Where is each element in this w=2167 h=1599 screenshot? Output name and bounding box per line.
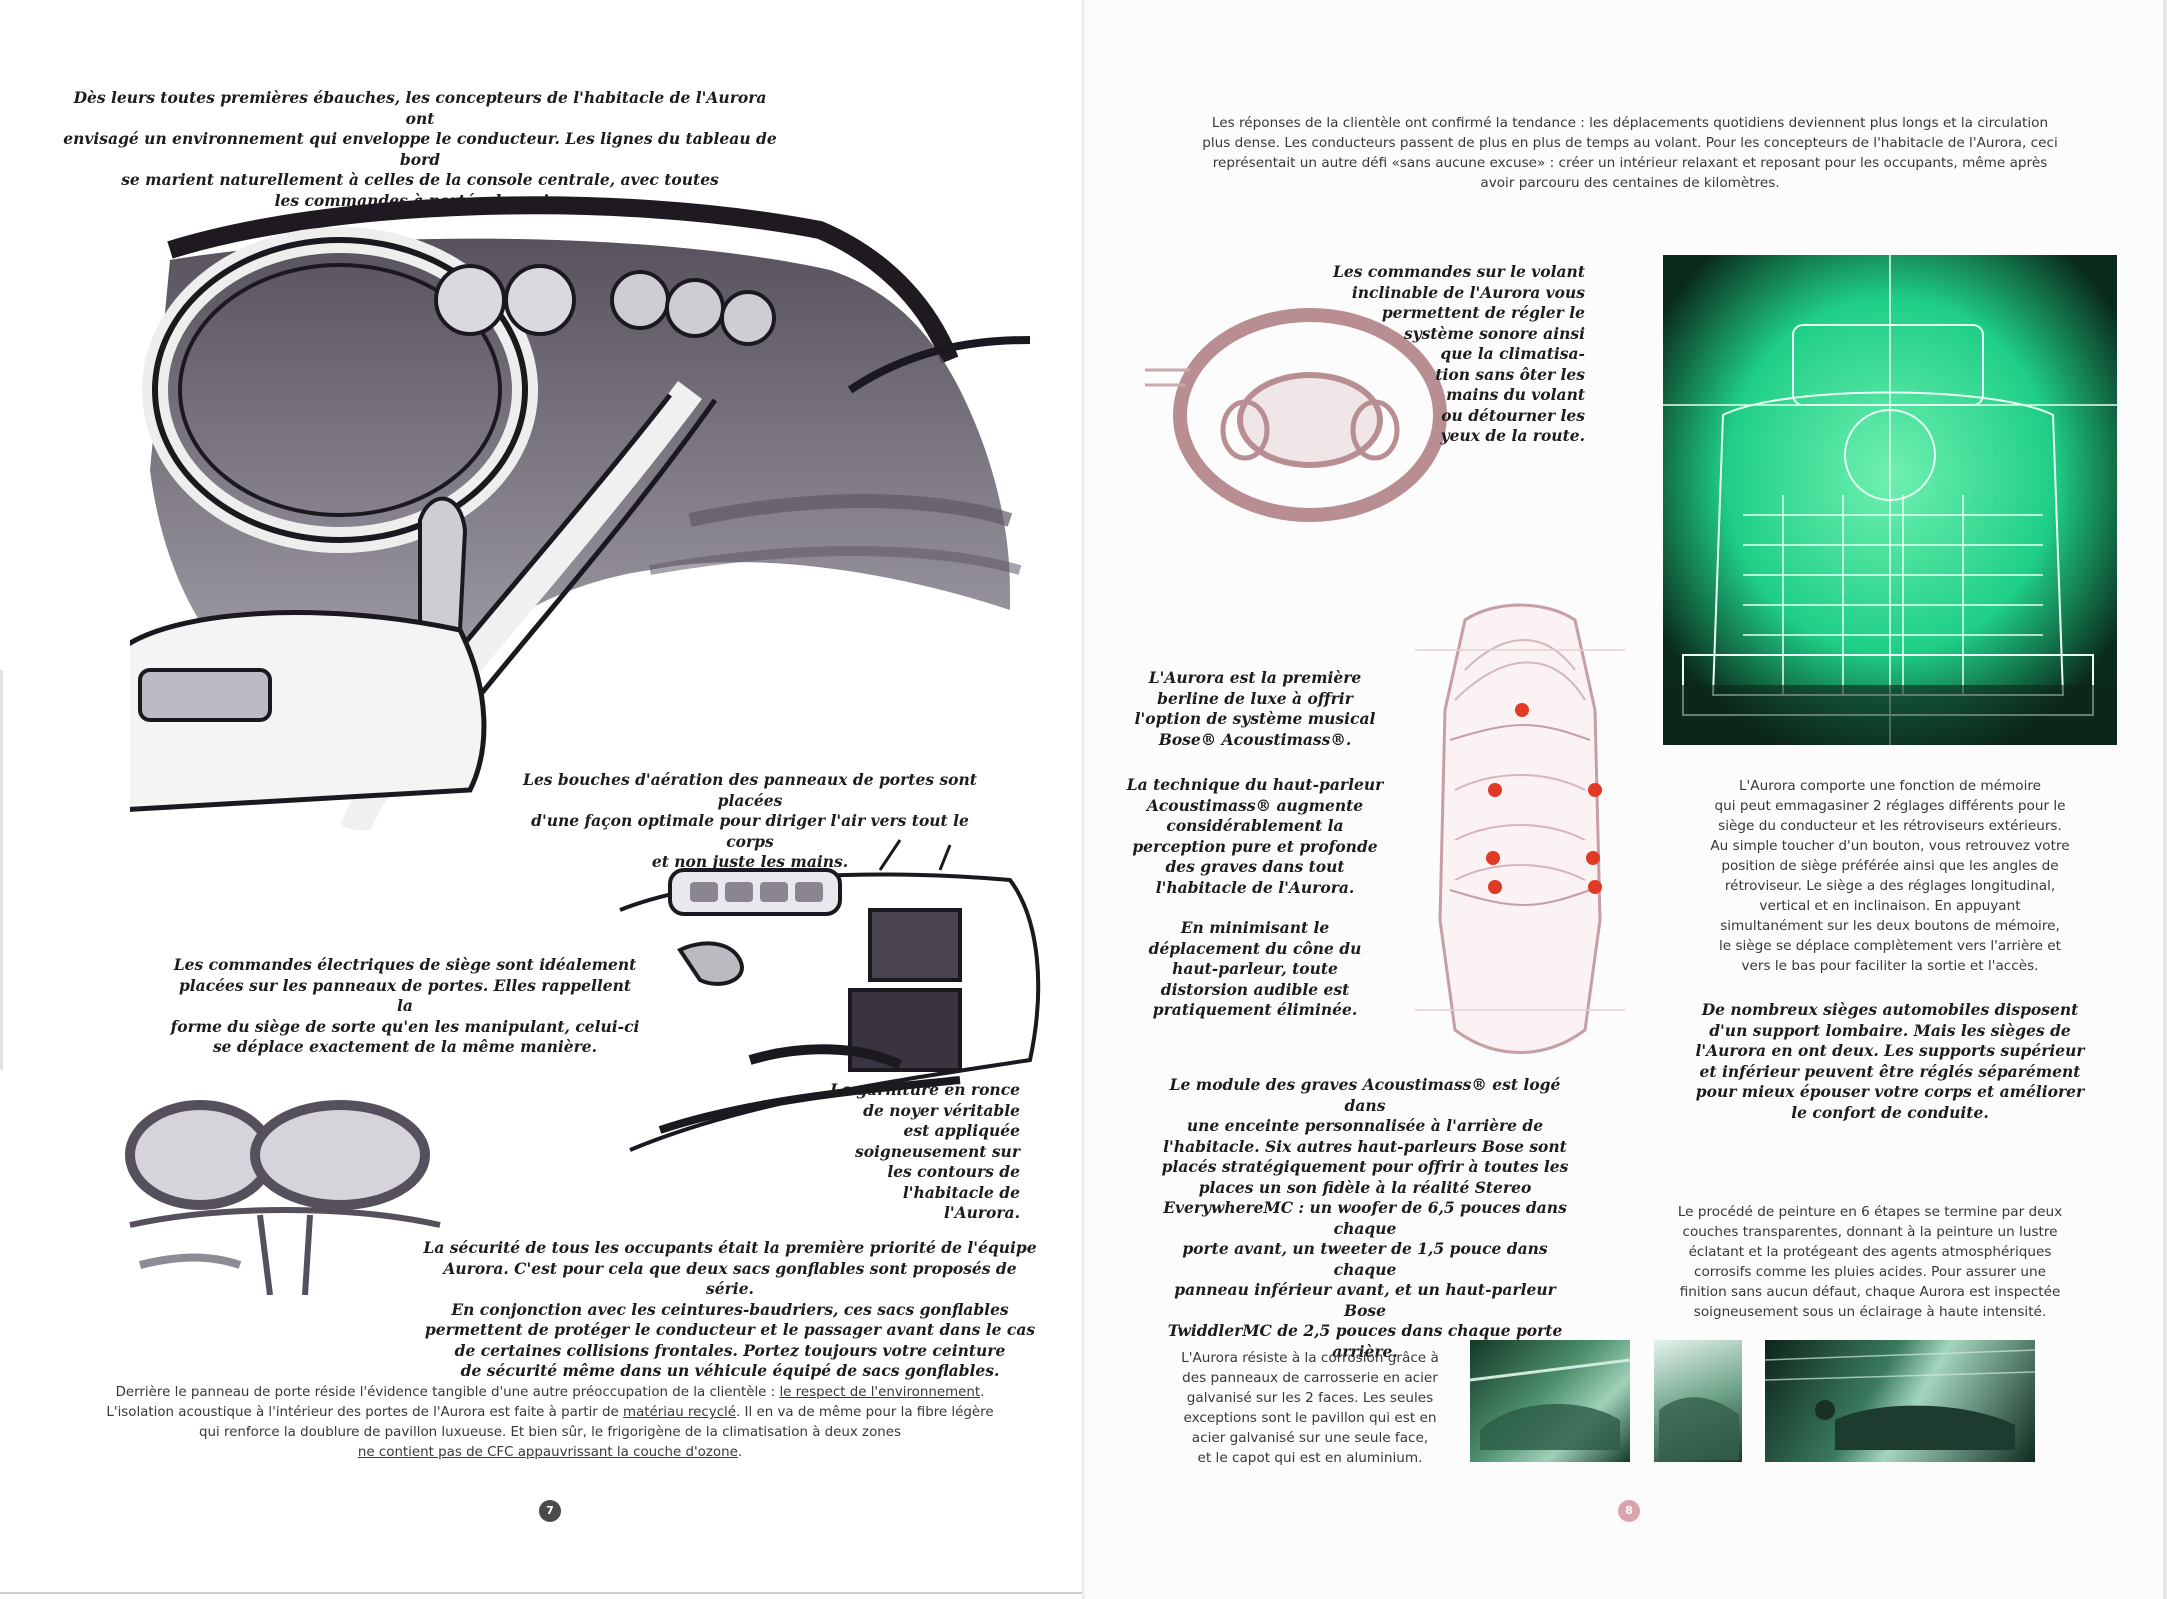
page-edge xyxy=(0,670,3,1070)
speaker-layout-sketch xyxy=(1395,590,1645,1070)
page-bottom-edge xyxy=(0,1592,1085,1594)
walnut-trim-text: La garniture en ronce de noyer véritable… xyxy=(830,1080,1020,1222)
bose-intro-text: L'Aurora est la première berline de luxe… xyxy=(1134,668,1376,749)
safety-text: La sécurité de tous les occupants était … xyxy=(423,1238,1037,1380)
corrosion-text: L'Aurora résiste à la corrosion grâce à … xyxy=(1181,1350,1439,1466)
factory-photo-2 xyxy=(1654,1340,1742,1462)
seat-controls-text: Les commandes électriques de siège sont … xyxy=(170,955,640,1056)
distortion-text: En minimisant le déplacement du cône du … xyxy=(1148,918,1362,1019)
dashboard-sketch xyxy=(130,190,1030,830)
factory-photo-3 xyxy=(1765,1340,2035,1462)
page-number-7: 7 xyxy=(539,1500,561,1522)
vents-text: Les bouches d'aération des panneaux de p… xyxy=(523,770,977,871)
right-intro-text: Les réponses de la clientèle ont confirm… xyxy=(1202,115,2058,191)
page-number-8: 8 xyxy=(1618,1500,1640,1522)
paint-process-text: Le procédé de peinture en 6 étapes se te… xyxy=(1677,1204,2063,1320)
airbag-sketch xyxy=(120,1095,450,1295)
left-page: Dès leurs toutes premières ébauches, les… xyxy=(0,88,1085,1594)
wheel-controls-text: Les commandes sur le volant inclinable d… xyxy=(1332,262,1585,445)
door-panel-sketch xyxy=(600,830,1050,1160)
page-right-edge xyxy=(2163,0,2167,1599)
lumbar-support-text: De nombreux sièges automobiles disposent… xyxy=(1695,1000,2085,1122)
seat-wireframe-image xyxy=(1663,255,2117,745)
bass-module-text: Le module des graves Acoustimass® est lo… xyxy=(1161,1075,1569,1361)
right-page: Les réponses de la clientèle ont confirm… xyxy=(1085,0,2167,1599)
acoustimass-text: La technique du haut-parleur Acoustimass… xyxy=(1126,775,1384,897)
memory-seat-text: L'Aurora comporte une fonction de mémoir… xyxy=(1710,778,2070,974)
factory-photo-1 xyxy=(1470,1340,1630,1462)
environment-text: Derrière le panneau de porte réside l'év… xyxy=(106,1385,994,1460)
steering-wheel-sketch xyxy=(1145,300,1465,530)
